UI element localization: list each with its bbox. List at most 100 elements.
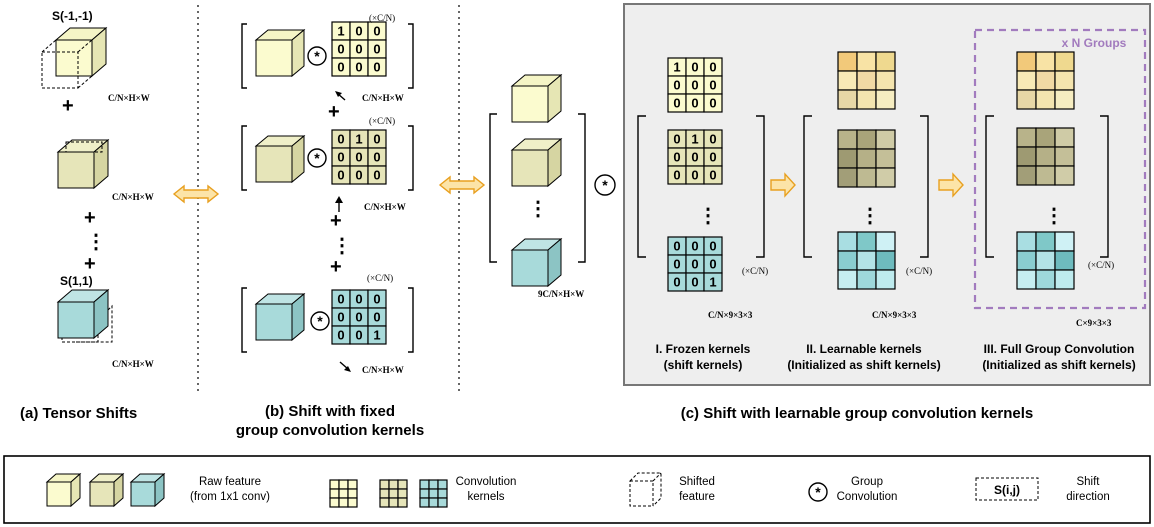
kernel-cell [397,479,408,490]
kernel-value: 0 [373,132,380,147]
kernel-cell [338,497,349,508]
kernel-cell [388,479,399,490]
kernel-cell [347,497,358,508]
kernel-cell [1035,127,1056,148]
full-group-sublabel: (Initialized as shift kernels) [982,358,1135,372]
full-group-label: III. Full Group Convolution [984,342,1135,356]
dim-label-a2: C/N×H×W [112,192,154,202]
kernel-cell [1054,127,1075,148]
kernel-cell [875,51,896,72]
double-arrow-ab [173,185,219,203]
legend-shifted-label: Shifted [679,476,715,488]
kernel-cell [1035,165,1056,186]
kernel-value: 0 [691,275,698,290]
kernel-cell [703,93,723,113]
kernel-cell [379,497,390,508]
kernel-value: 0 [373,168,380,183]
kernel-value: 0 [709,96,716,111]
kernel-cell [837,269,858,290]
kernel-multiplier: (×C/N) [1088,260,1114,270]
kernel-cell [397,488,408,499]
group-conv-symbol [307,46,327,66]
kernel-cell [388,488,399,499]
kernel-cell [875,89,896,110]
legend-conv-label: Convolution [456,476,517,488]
kernel-cell [856,129,877,150]
svg-text:*: * [602,177,608,193]
legend-raw-feature: Raw feature (from 1x1 conv) [45,472,270,508]
group-conv-symbol [307,148,327,168]
kernel-multiplier: (×C/N) [369,116,395,126]
kernel-value: 0 [373,150,380,165]
caption-a: (a) Tensor Shifts [20,405,137,422]
caption-b-line1: (b) Shift with fixed [265,403,395,420]
kernel-cell [437,479,448,490]
kernel-cell [1016,70,1037,91]
kernel-cell [837,129,858,150]
kernel-cell [856,148,877,169]
kernel-cell [1035,89,1056,110]
dim-label-b1: C/N×H×W [362,93,404,103]
kernel-cell [875,148,896,169]
kernel-cell [1054,165,1075,186]
legend-shift-direction: S(i,j) Shift direction [975,476,1110,503]
kernel-cell [1016,146,1037,167]
legend-shifted-sublabel: feature [679,491,715,503]
kernel-value: 0 [373,24,380,39]
ellipsis-dots: ⋮ [528,198,548,220]
kernel-cell [837,231,858,252]
kernel-value: 0 [337,60,344,75]
legend-shift-box: S(i,j) [994,483,1020,497]
legend-raw-label: Raw feature [199,476,261,488]
kernel-cell [703,165,723,185]
plus-sign: + [330,210,342,232]
kernel-multiplier: (×C/N) [369,13,395,23]
learnable-label: II. Learnable kernels [806,342,922,356]
kernel-cell [875,269,896,290]
legend-raw-sublabel: (from 1x1 conv) [190,491,270,503]
kernel-value: 0 [355,328,362,343]
ellipsis-dots: ⋮ [86,231,106,253]
kernel-cell [875,231,896,252]
kernel-cell [388,497,399,508]
frozen-sublabel: (shift kernels) [664,358,743,372]
kernel-cell [329,479,340,490]
plus-sign: + [84,253,96,275]
kernel-multiplier: (×C/N) [742,266,768,276]
double-arrow-bc [439,176,485,194]
kernel-value: 0 [337,150,344,165]
kernel-value: 0 [673,96,680,111]
dim-label-a3: C/N×H×W [112,359,154,369]
kernel-cell [1054,250,1075,271]
kernel-value: 0 [355,168,362,183]
kernel-value: 0 [709,150,716,165]
kernel-value: 0 [373,292,380,307]
legend-group-sublabel: Convolution [837,491,898,503]
learnable-kernels-stack: ⋮ (×C/N) C/N×9×3×3 II. Learnable kernels… [787,51,941,372]
kernel-value: 0 [355,60,362,75]
kernel-cell [329,488,340,499]
kernel-cell [1054,89,1075,110]
kernel-cell [856,70,877,91]
stack-dim-label: 9C/N×H×W [538,289,584,299]
kernel-value: 0 [673,239,680,254]
legend: Raw feature (from 1x1 conv) Convolution … [3,455,1151,524]
kernel-value: 0 [673,78,680,93]
kernel-cell [367,165,387,185]
kernel-value: 1 [709,275,716,290]
kernel-cell [347,488,358,499]
kernel-cell [367,325,387,345]
kernel-cell [347,479,358,490]
ellipsis-dots: ⋮ [1044,205,1064,227]
kernel-cell [856,167,877,188]
kernel-cell [367,57,387,77]
kernel-cell [837,250,858,271]
cube-shifted-bottom [56,288,113,343]
kernel-value: 0 [691,257,698,272]
legend-group-conv: * Group Convolution [808,476,898,503]
kernel-cell [703,272,723,292]
kernel-value: 1 [355,132,362,147]
kernel-value: 0 [709,78,716,93]
